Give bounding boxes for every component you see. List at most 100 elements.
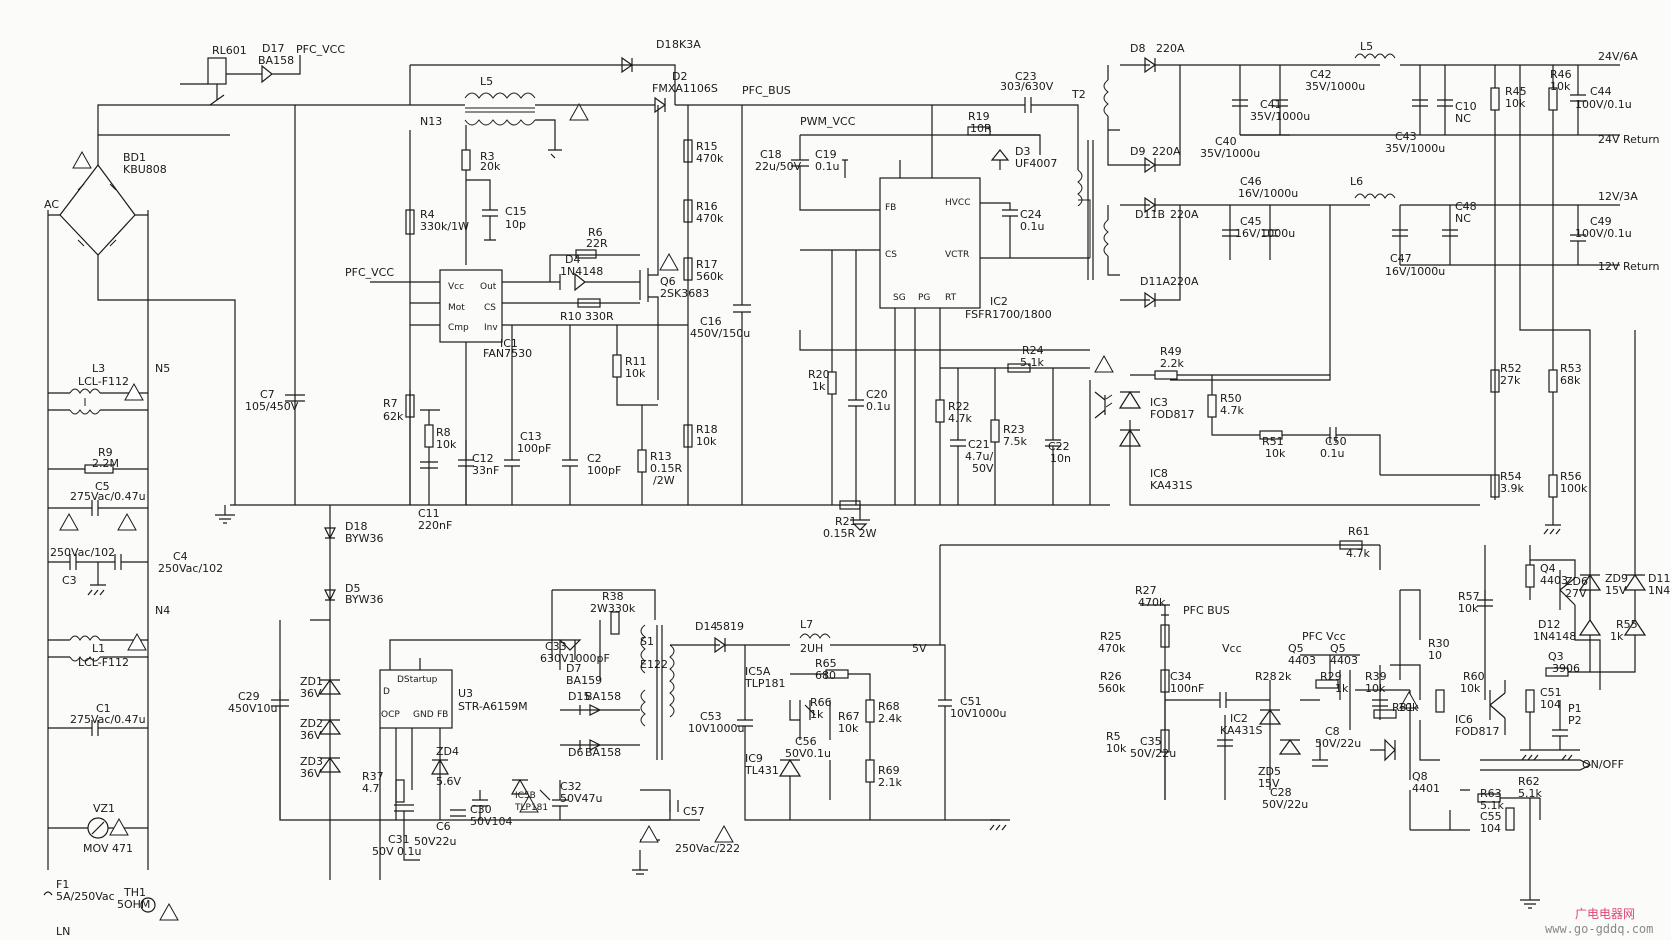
u3-pin-d: D — [383, 687, 390, 697]
label: 10 — [1428, 649, 1442, 662]
label: BD1 — [123, 151, 146, 164]
label: 5OHM — [117, 898, 150, 911]
label: 100pF — [587, 464, 621, 477]
label: 100pF — [517, 442, 551, 455]
text-labels: PFC_VCC PFC_BUS PWM_VCC PFC_VCC PFC BUS … — [44, 43, 1660, 938]
label: D17 — [262, 42, 284, 55]
label: D3 — [1015, 145, 1030, 158]
label: 62k — [383, 410, 404, 423]
label: R18 — [696, 423, 718, 436]
watermark: 广电电器网 www.go-gddq.com — [1545, 907, 1653, 936]
label: R69 — [878, 764, 900, 777]
label: 470k — [1098, 642, 1126, 655]
label: R50 — [1220, 392, 1242, 405]
label: C35 — [1140, 735, 1162, 748]
label: 35V/1000u — [1305, 80, 1365, 93]
label: 35V/1000u — [1250, 110, 1310, 123]
label: 4403 — [1288, 654, 1316, 667]
label: D7 — [566, 662, 581, 675]
label: L6 — [1350, 175, 1363, 188]
u3-pin-dstartup: DStartup — [397, 675, 438, 685]
label: C55 — [1480, 810, 1502, 823]
label: 10R — [970, 122, 992, 135]
label: C16 — [700, 315, 722, 328]
label: R46 — [1550, 68, 1572, 81]
label: 10k — [1106, 742, 1127, 755]
label: R3 — [480, 150, 495, 163]
label: R22 — [948, 400, 970, 413]
label: 15V — [1605, 584, 1627, 597]
label: 1N4148 — [1648, 584, 1671, 597]
label: R49 — [1160, 345, 1182, 358]
label: 104 — [1480, 822, 1501, 835]
label: 36V — [300, 767, 322, 780]
label: D15 — [568, 690, 590, 703]
ic5b-part: TLP181 — [514, 803, 548, 813]
ic2-pin-fb: FB — [885, 203, 896, 213]
label: R38 — [602, 590, 624, 603]
u3-pin-fb: FB — [437, 710, 448, 720]
label: 450V10u — [228, 702, 278, 715]
label: R66 — [810, 696, 832, 709]
label: R24 — [1022, 344, 1044, 357]
ic2b-part: KA431S — [1220, 724, 1263, 737]
label: R5 — [1106, 730, 1121, 743]
label: R62 — [1518, 775, 1540, 788]
ic5a-name: IC5A — [745, 665, 771, 678]
label: D11B — [1135, 208, 1165, 221]
onoff-control-section — [1140, 330, 1647, 909]
label: C12 — [472, 452, 494, 465]
rail-on-off: ON/OFF — [1582, 758, 1624, 771]
label: 220A — [1170, 275, 1199, 288]
label: 5.1k — [1518, 787, 1542, 800]
rail-vcc: Vcc — [1222, 642, 1242, 655]
label: 50V 0.1u — [372, 845, 421, 858]
label: R30 — [1428, 637, 1450, 650]
label: C32 — [560, 780, 582, 793]
label: BA159 — [566, 674, 602, 687]
label: D11 — [1648, 572, 1670, 585]
ic1-pin-cs: CS — [484, 303, 496, 313]
ic1-part: FAN7530 — [483, 347, 532, 360]
ic2-pin-sg: SG — [893, 293, 906, 303]
ic2-name: IC2 — [990, 295, 1008, 308]
label: 16V/1000u — [1238, 187, 1298, 200]
label: D14 — [695, 620, 717, 633]
label: C3 — [62, 574, 77, 587]
label: 1k — [1335, 682, 1349, 695]
label: R25 — [1100, 630, 1122, 643]
label: 1N4148 — [560, 265, 603, 278]
label: 250Vac/102 — [50, 546, 115, 559]
label: D6 — [568, 746, 583, 759]
label: S1 — [640, 635, 654, 648]
node-n4: N4 — [155, 604, 170, 617]
label: C8 — [1325, 725, 1340, 738]
ic5b-name: IC5B — [515, 791, 536, 801]
label: C15 — [505, 205, 527, 218]
label: 4403 — [1330, 654, 1358, 667]
label: 0.1u — [815, 160, 839, 173]
label: Q3 — [1548, 650, 1564, 663]
label: C56 — [795, 735, 817, 748]
label: R53 — [1560, 362, 1582, 375]
label: 100V/0.1u — [1575, 98, 1632, 111]
ic8-name: IC8 — [1150, 467, 1168, 480]
label: NC — [1455, 112, 1471, 125]
output-12v-return: 12V Return — [1598, 260, 1660, 273]
label: ZD4 — [436, 745, 459, 758]
label: 2.1k — [878, 776, 902, 789]
label: 10k — [1365, 682, 1386, 695]
label: 275Vac/0.47u — [70, 713, 146, 726]
rail-pfc-vcc-top: PFC_VCC — [296, 43, 345, 56]
label: T2 — [1071, 88, 1086, 101]
label: C51 — [1540, 686, 1562, 699]
ic1-pin-out: Out — [480, 282, 497, 292]
label: BA158 — [258, 54, 294, 67]
label: 275Vac/0.47u — [70, 490, 146, 503]
ic9-name: IC9 — [745, 752, 763, 765]
label: 27V — [1565, 587, 1587, 600]
label: 560k — [696, 270, 724, 283]
label: 4.7 — [362, 782, 380, 795]
label: 5.6V — [436, 775, 461, 788]
label: C30 — [470, 803, 492, 816]
